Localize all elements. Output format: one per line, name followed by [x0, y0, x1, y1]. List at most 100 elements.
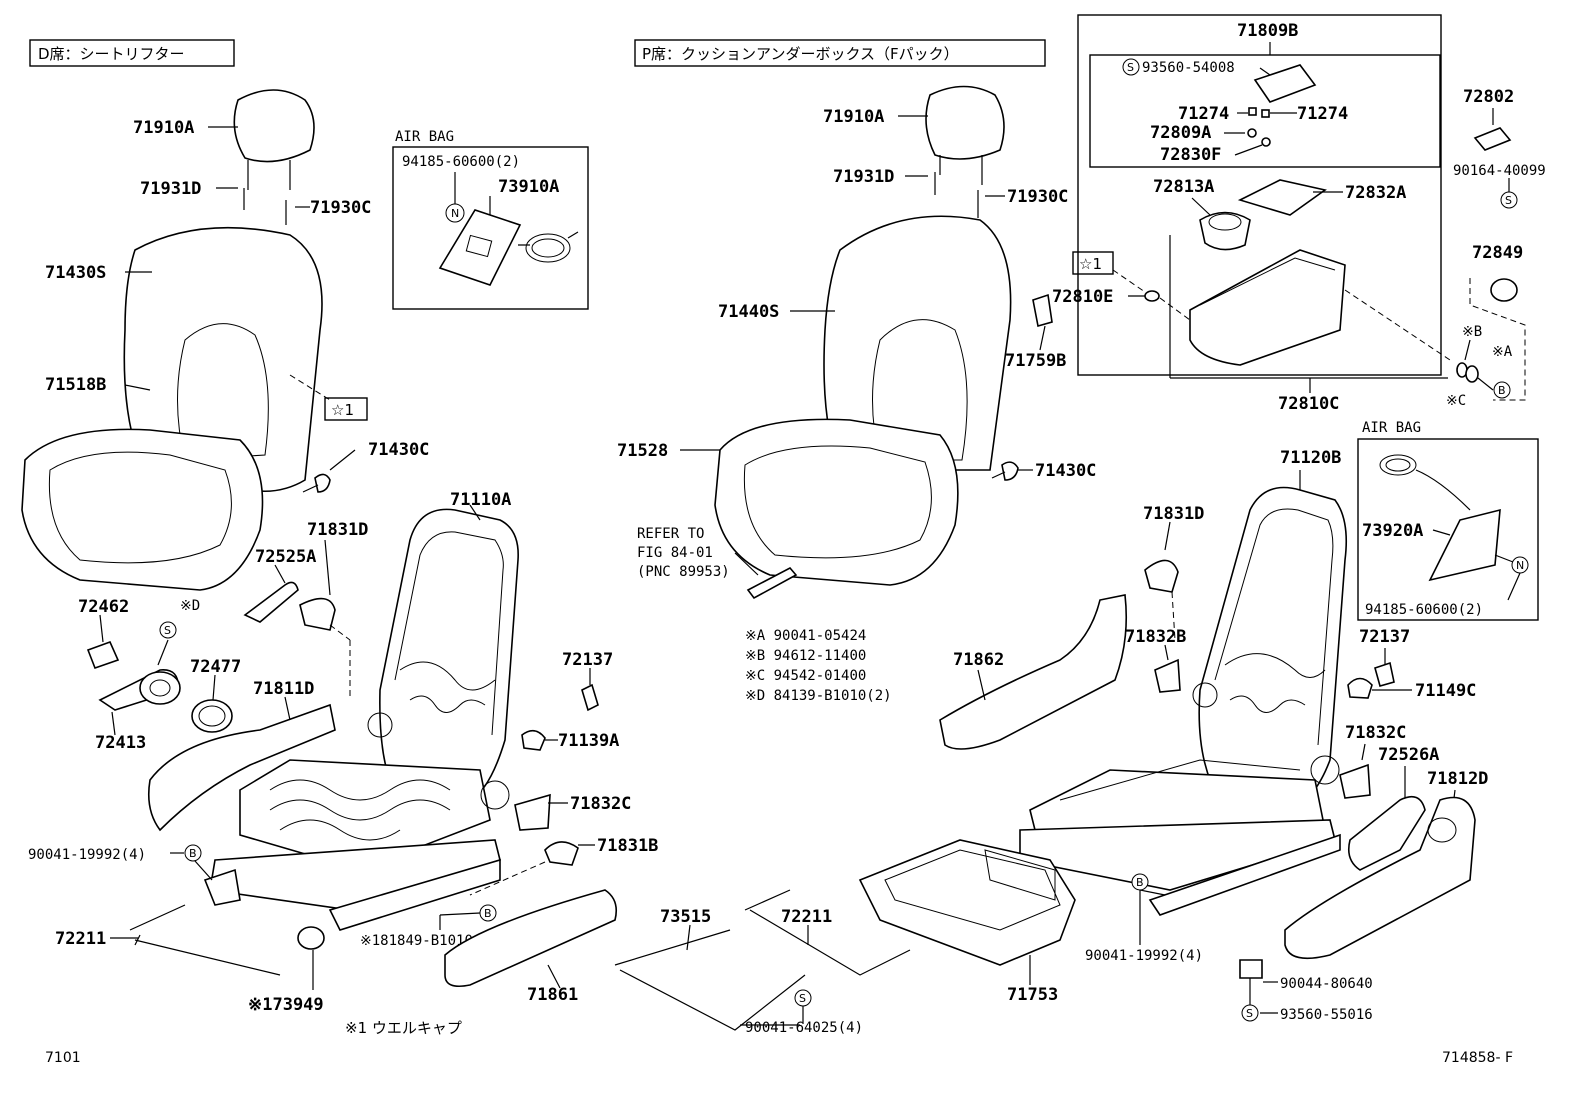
part-72462: 72462	[78, 597, 129, 617]
star1-box-left	[324, 397, 368, 421]
part-94185-60600-left: 94185-60600(2)	[402, 154, 520, 170]
part-71832B: 71832B	[1125, 627, 1186, 647]
part-71753: 71753	[1007, 985, 1058, 1005]
clip-71274-a	[1248, 107, 1257, 116]
part-72137-right: 72137	[1359, 627, 1410, 647]
s-mark-d	[159, 621, 177, 639]
airbag-module-left-drawing	[438, 209, 579, 286]
cover-71861	[444, 889, 618, 988]
s-mark-d-label: S	[164, 624, 171, 637]
headrest-left-drawing	[233, 89, 315, 225]
part-71811D: 71811D	[253, 679, 314, 699]
part-71274-b: 71274	[1297, 104, 1348, 124]
shield-71862	[939, 594, 1128, 750]
part-72477: 72477	[190, 657, 241, 677]
part-72810C: 72810C	[1278, 394, 1339, 414]
mark-B-symbol: ※B	[1462, 324, 1482, 340]
b-mark-right-top	[1493, 381, 1511, 399]
bolt-90044	[1239, 959, 1263, 979]
cover-71831B	[544, 841, 579, 866]
knob-72462	[86, 640, 120, 670]
trim-89953	[746, 566, 798, 600]
recliner-cover-71831D-left	[299, 597, 336, 631]
part-71831B: 71831B	[597, 836, 658, 856]
star1-box-right	[1072, 251, 1114, 275]
part-71832C-left: 71832C	[570, 794, 631, 814]
part-94185-60600-right: 94185-60600(2)	[1365, 602, 1483, 618]
box-71809B-group	[1077, 14, 1442, 376]
cup-holder-72813A	[1199, 211, 1251, 251]
s-mark-93560-label: S	[1127, 61, 1134, 74]
part-71120B: 71120B	[1280, 448, 1341, 468]
passenger-seat-heading: P席：クッションアンダーボックス（Fパック）	[642, 45, 959, 63]
seat-frame-left-drawing	[203, 508, 519, 931]
s-mark-90164-label: S	[1505, 194, 1512, 207]
part-71430S: 71430S	[45, 263, 106, 283]
s-mark-55016-label: S	[1246, 1007, 1253, 1020]
part-90041-19992-right: 90041-19992(4)	[1085, 948, 1203, 964]
box-71809B-inner	[1089, 54, 1441, 168]
clip-71274-b	[1261, 109, 1270, 118]
part-72809A: 72809A	[1150, 123, 1211, 143]
driver-seat-heading: D席：シートリフター	[38, 45, 185, 63]
seat-back-left-drawing	[123, 226, 323, 493]
cover-71832C-left	[514, 793, 551, 831]
well-cap-71430C-left	[302, 473, 331, 493]
part-73910A: 73910A	[498, 177, 559, 197]
part-72813A: 72813A	[1153, 177, 1214, 197]
cap-73949	[297, 926, 325, 950]
part-71831D-left: 71831D	[307, 520, 368, 540]
seat-cushion-right-drawing	[714, 418, 959, 586]
part-71528: 71528	[617, 441, 668, 461]
part-71862: 71862	[953, 650, 1004, 670]
plug-72849	[1490, 278, 1518, 302]
airbag-left-box	[392, 146, 589, 310]
b-mark-right-bottom-label: B	[1136, 876, 1144, 889]
rod-72211-left	[129, 904, 281, 976]
part-72830F: 72830F	[1160, 145, 1221, 165]
clip-71759B	[1032, 293, 1053, 328]
part-71832C-right: 71832C	[1345, 723, 1406, 743]
part-71759B: 71759B	[1005, 351, 1066, 371]
cover-71832B	[1154, 658, 1181, 693]
part-71931D-left: 71931D	[140, 179, 201, 199]
part-71812D: 71812D	[1427, 769, 1488, 789]
refer-to-line2: FIG 84-01	[637, 545, 713, 561]
part-93560-54008: 93560-54008	[1142, 60, 1235, 76]
b-mark-right-top-label: B	[1498, 384, 1506, 397]
airbag-module-right-drawing	[1379, 454, 1501, 582]
mark-A-symbol: ※A	[1492, 344, 1513, 360]
part-71149C: 71149C	[1415, 681, 1476, 701]
rod-72211-right	[744, 889, 911, 976]
part-73515: 73515	[660, 907, 711, 927]
refer-to-line1: REFER TO	[637, 526, 704, 542]
note-a: ※A 90041-05424	[745, 628, 866, 644]
part-72137-left: 72137	[562, 650, 613, 670]
part-71139A: 71139A	[558, 731, 619, 751]
b-mark-left-1-label: B	[189, 847, 197, 860]
part-90041-19992-left: 90041-19992(4)	[28, 847, 146, 863]
airbag-right-box	[1357, 438, 1539, 621]
part-71274-a: 71274	[1178, 104, 1229, 124]
part-71910A-left: 71910A	[133, 118, 194, 138]
cover-71149C	[1347, 677, 1373, 699]
n-mark-right-label: N	[1516, 559, 1524, 572]
part-71110A: 71110A	[450, 490, 511, 510]
shield-71812D	[1284, 796, 1476, 960]
part-72849: 72849	[1472, 243, 1523, 263]
lever-72525A	[243, 581, 299, 623]
part-71930C-right: 71930C	[1007, 187, 1068, 207]
seat-frame-right-drawing	[1019, 486, 1348, 916]
part-72810E: 72810E	[1052, 287, 1113, 307]
note-c: ※C 94542-01400	[745, 668, 866, 684]
seat-cushion-left-drawing	[21, 428, 264, 591]
cover-71139A	[521, 729, 546, 751]
b-mark-left-1	[184, 844, 202, 862]
box-72810C	[1189, 249, 1346, 366]
tray-72832A	[1237, 179, 1327, 216]
part-72525A: 72525A	[255, 547, 316, 567]
driver-heading-box	[29, 39, 235, 67]
b-mark-left-2-label: B	[484, 907, 492, 920]
part-71430C-right: 71430C	[1035, 461, 1096, 481]
